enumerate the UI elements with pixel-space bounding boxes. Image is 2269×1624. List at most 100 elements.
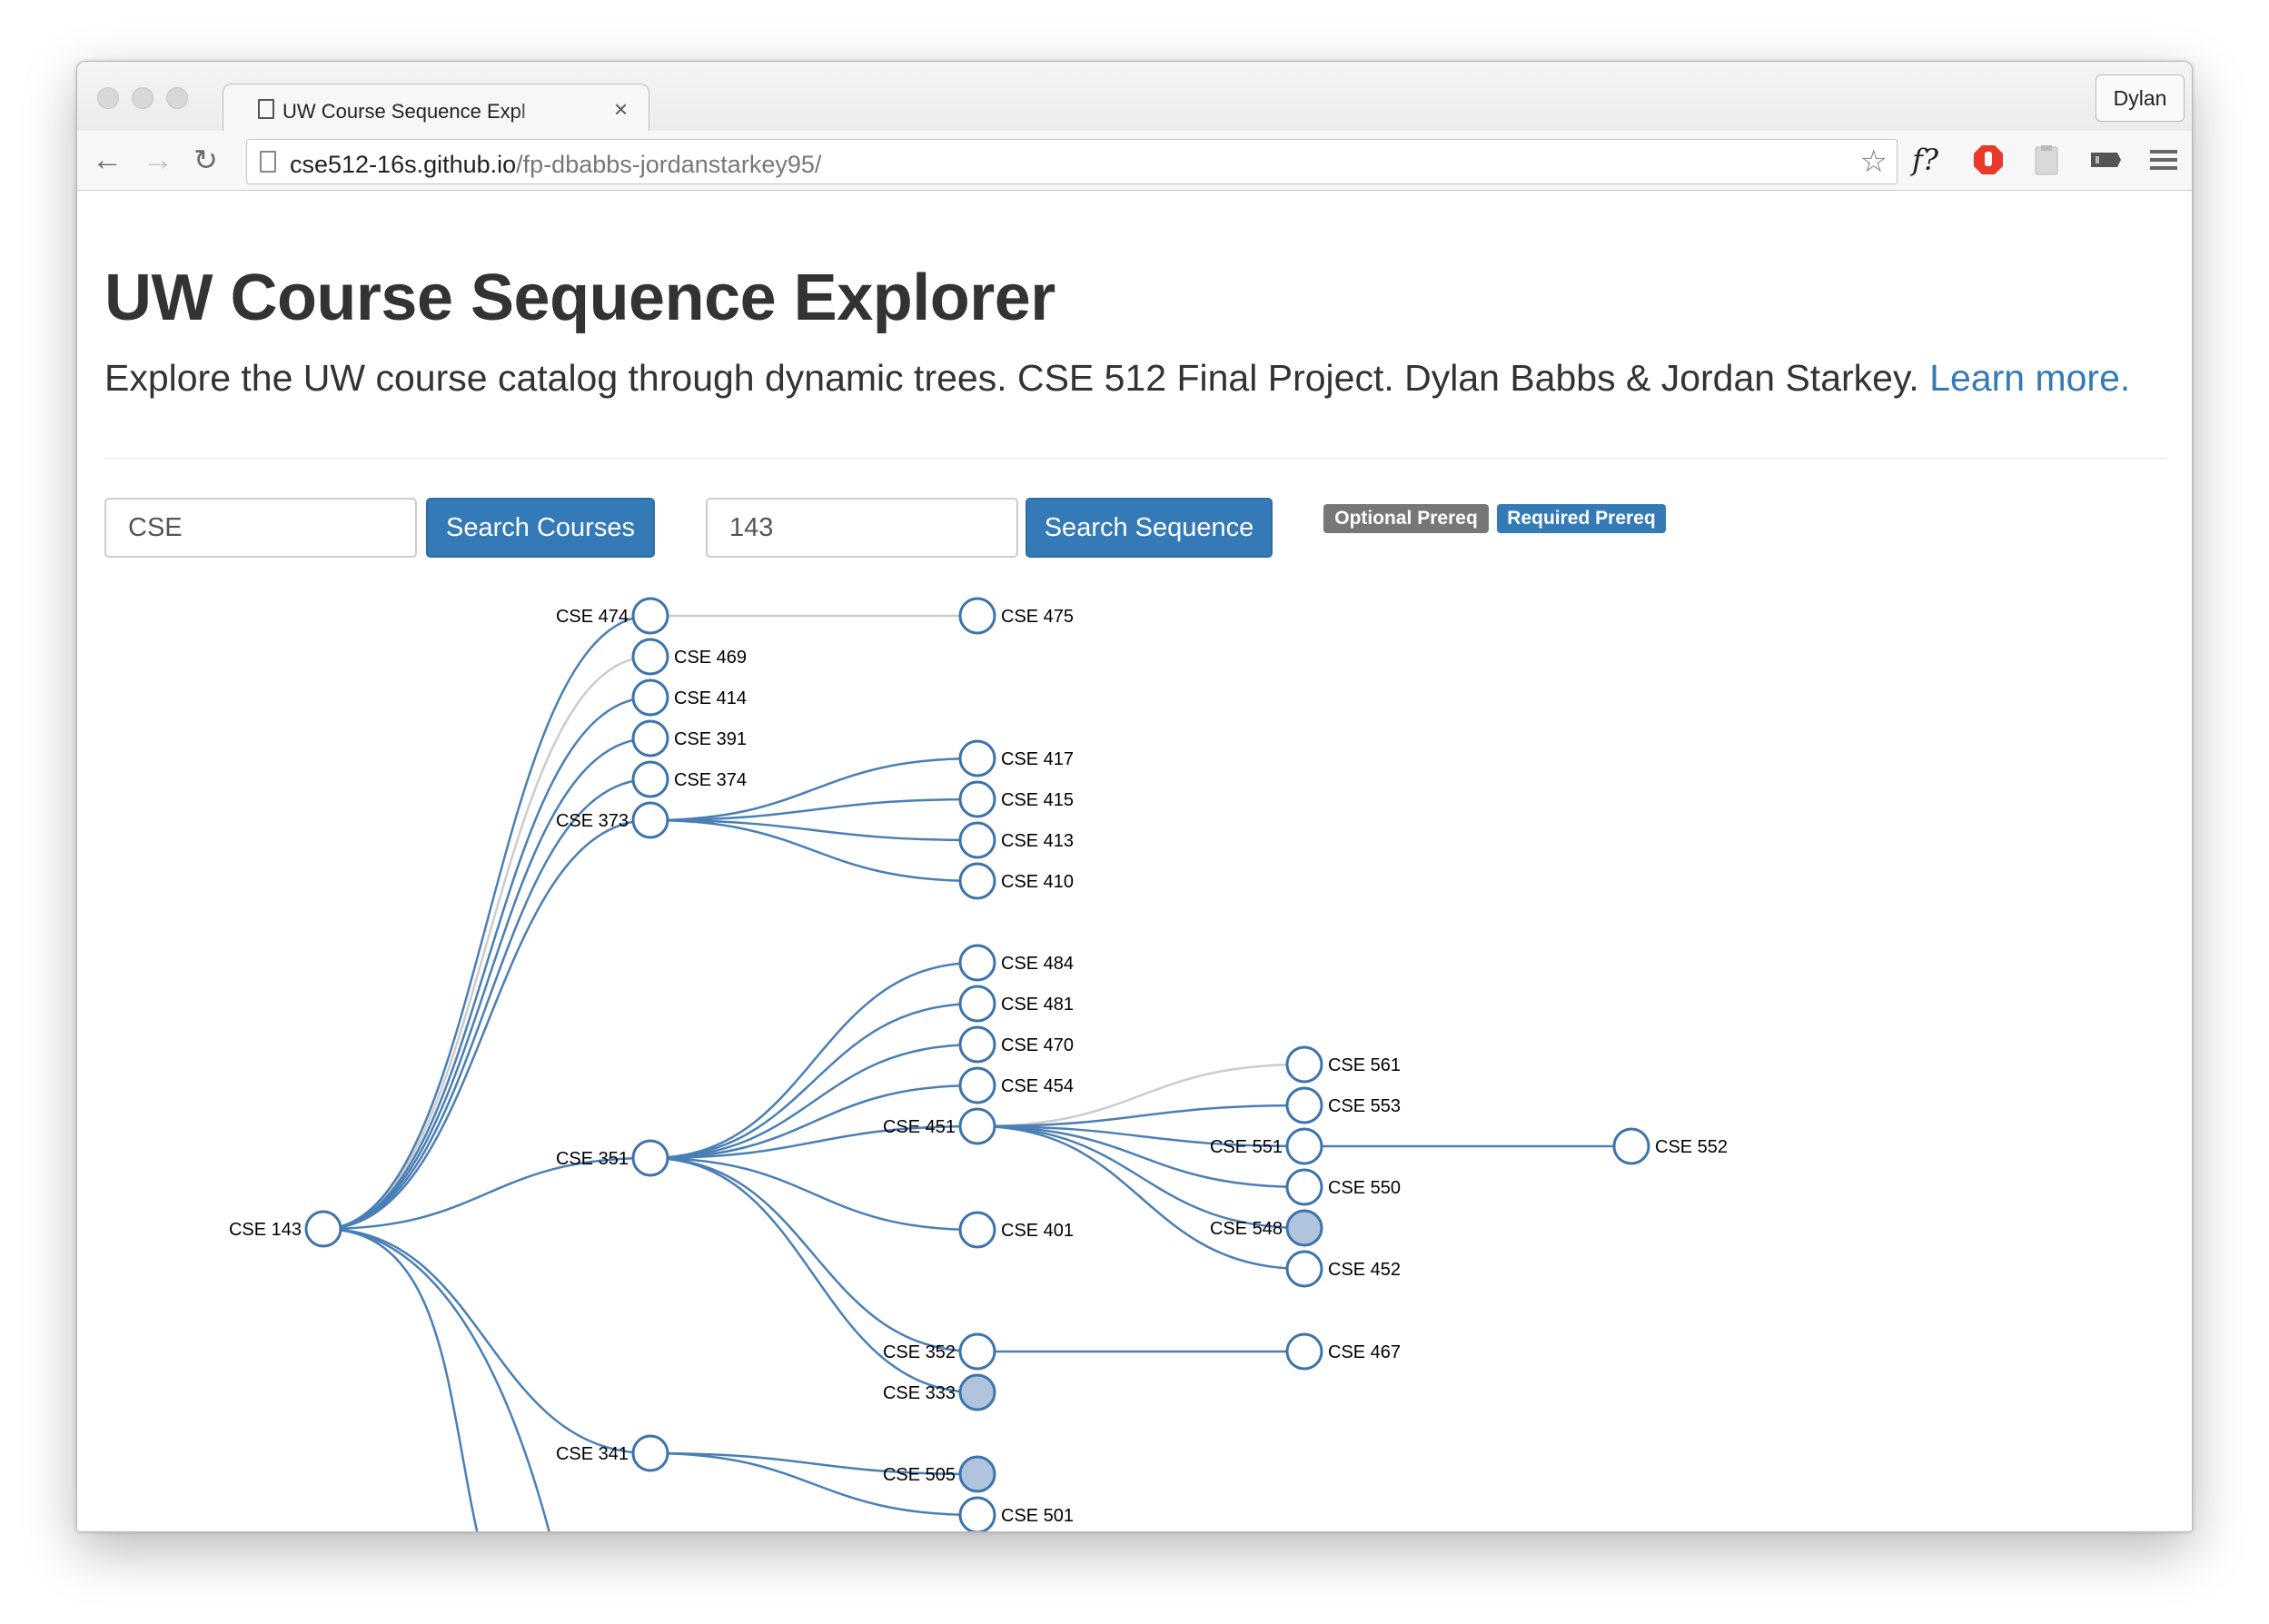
tree-node-circle[interactable] [958,1373,996,1411]
tree-node-label: CSE 401 [1001,1221,1074,1241]
tree-link [649,1156,978,1353]
tree-node-circle[interactable] [958,985,996,1023]
tree-node-circle[interactable] [631,719,669,758]
tree-node-circle[interactable] [958,1211,996,1249]
tree-node[interactable]: CSE 470 [958,1025,1074,1064]
tree-node-label: CSE 351 [556,1149,629,1169]
tree-node[interactable]: CSE 484 [958,944,1074,982]
tree-node-circle[interactable] [1285,1168,1323,1206]
tree-node-circle[interactable] [1285,1127,1323,1165]
tree-node[interactable]: CSE 505 [883,1455,996,1493]
tree-node-circle[interactable] [304,1210,342,1248]
tree-node-circle[interactable] [1285,1332,1323,1371]
tree-node[interactable]: CSE 410 [958,862,1074,900]
back-arrow-icon[interactable]: ← [92,143,123,177]
tree-node-circle[interactable] [958,821,996,859]
menu-hamburger-icon[interactable] [2148,144,2179,183]
tree-node[interactable]: CSE 413 [958,821,1074,859]
tree-node-circle[interactable] [1285,1086,1323,1124]
tree-node[interactable]: CSE 552 [1612,1127,1728,1165]
tree-link [649,818,978,842]
tag-extension-icon[interactable] [2088,144,2123,183]
tree-node-circle[interactable] [631,638,669,676]
tree-node[interactable]: CSE 452 [1285,1250,1401,1288]
tree-node[interactable]: CSE 474 [556,597,669,635]
tree-node[interactable]: CSE 548 [1210,1209,1323,1247]
tree-node[interactable]: CSE 467 [1285,1332,1401,1371]
tree-link [649,1451,978,1517]
maximize-window-button[interactable] [166,87,188,109]
profile-button[interactable]: Dylan [2096,74,2185,122]
tree-node[interactable]: CSE 561 [1285,1045,1401,1084]
tree-node-circle[interactable] [958,1066,996,1104]
tree-link [649,1043,978,1160]
tree-link [976,1124,1305,1148]
tree-node[interactable]: CSE 551 [1210,1127,1323,1165]
tree-node[interactable]: CSE 391 [631,719,747,758]
tree-node[interactable]: CSE 415 [958,780,1074,818]
learn-more-link[interactable]: Learn more. [1929,357,2131,399]
tree-node[interactable]: CSE 469 [631,638,747,676]
tree-node[interactable]: CSE 414 [631,678,747,717]
address-bar[interactable]: cse512-16s.github.io/fp-dbabbs-jordansta… [246,139,1897,184]
tree-node[interactable]: CSE 341 [556,1434,669,1472]
tree-node[interactable]: CSE 374 [631,760,747,798]
tree-node[interactable]: CSE 550 [1285,1168,1401,1206]
tree-node[interactable]: CSE 351 [556,1139,669,1177]
tree-node[interactable]: CSE 553 [1285,1086,1401,1124]
tree-node-circle[interactable] [631,1139,669,1177]
tree-node-label: CSE 454 [1001,1076,1074,1096]
bookmark-star-icon[interactable]: ☆ [1859,144,1888,179]
tree-node-circle[interactable] [958,944,996,982]
adblock-extension-icon[interactable] [1972,144,2005,183]
browser-tab[interactable]: UW Course Sequence Expl × [223,84,649,133]
tree-node-circle[interactable] [1285,1209,1323,1247]
page-icon [258,99,274,119]
tree-node-circle[interactable] [958,862,996,900]
tree-link [649,1124,978,1160]
tree-node[interactable]: CSE 333 [883,1373,996,1411]
tree-node[interactable]: CSE 352 [883,1332,996,1371]
tree-node-circle[interactable] [631,597,669,635]
tree-node[interactable]: CSE 451 [883,1107,996,1145]
tree-node[interactable]: CSE 475 [958,597,1074,635]
tab-strip: UW Course Sequence Expl × Dylan [77,62,2192,133]
clipboard-extension-icon[interactable] [2030,144,2063,183]
tree-node[interactable]: CSE 481 [958,985,1074,1023]
tree-node-circle[interactable] [631,678,669,717]
sequence-search-input[interactable] [706,498,1018,558]
forward-arrow-icon[interactable]: → [143,143,173,177]
tree-node-circle[interactable] [1285,1045,1323,1084]
tree-node-circle[interactable] [958,1107,996,1145]
tree-node[interactable]: CSE 417 [958,739,1074,777]
tree-node-label: CSE 341 [556,1444,629,1464]
tree-node[interactable]: CSE 143 [229,1210,342,1248]
tree-link [649,757,978,822]
tree-node[interactable]: CSE 454 [958,1066,1074,1104]
close-window-button[interactable] [97,87,119,109]
course-search-input[interactable] [104,498,417,558]
tree-node[interactable]: CSE 401 [958,1211,1074,1249]
tab-close-icon[interactable]: × [614,95,629,123]
tree-node-circle[interactable] [958,739,996,777]
tree-node-circle[interactable] [958,1025,996,1064]
tree-node-circle[interactable] [958,1455,996,1493]
search-courses-button[interactable]: Search Courses [426,498,655,558]
tree-node-circle[interactable] [958,1332,996,1371]
reload-icon[interactable]: ↻ [193,144,218,176]
tree-node-circle[interactable] [631,1434,669,1472]
page-info-icon[interactable] [260,151,276,173]
tree-node-circle[interactable] [958,1496,996,1532]
tree-node[interactable]: CSE 501 [958,1496,1074,1532]
tree-node-circle[interactable] [631,801,669,839]
tree-node-circle[interactable] [1285,1250,1323,1288]
tree-node-circle[interactable] [958,597,996,635]
minimize-window-button[interactable] [132,87,154,109]
tree-node-circle[interactable] [958,780,996,818]
search-sequence-button[interactable]: Search Sequence [1026,498,1273,558]
tree-node[interactable]: CSE 373 [556,801,669,839]
formula-extension-icon[interactable]: f? [1912,143,1938,177]
tree-node-circle[interactable] [1612,1127,1650,1165]
tree-node-circle[interactable] [631,760,669,798]
